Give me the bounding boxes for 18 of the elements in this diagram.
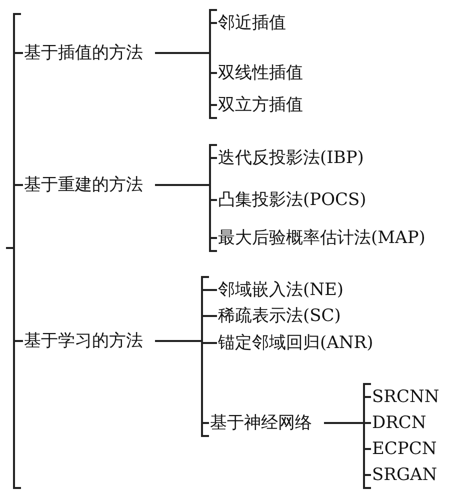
node-label: 基于神经网络 bbox=[210, 412, 312, 434]
node-label: 邻域嵌入法(NE) bbox=[218, 279, 344, 301]
node-label: 双线性插值 bbox=[218, 62, 303, 84]
node-label: 基于学习的方法 bbox=[24, 330, 143, 352]
node-label: SRGAN bbox=[372, 464, 438, 486]
node-label: 基于重建的方法 bbox=[24, 174, 143, 196]
node-label: ECPCN bbox=[372, 438, 437, 460]
bracket-line bbox=[5, 247, 24, 489]
node-label: 最大后验概率估计法(MAP) bbox=[218, 227, 426, 249]
node-label: SRCNN bbox=[372, 386, 440, 408]
node-label: 迭代反投影法(IBP) bbox=[218, 147, 364, 169]
node-label: 凸集投影法(POCS) bbox=[218, 189, 366, 211]
node-label: 基于插值的方法 bbox=[24, 42, 143, 64]
node-label: 双立方插值 bbox=[218, 94, 303, 116]
node-label: 锚定邻域回归(ANR) bbox=[218, 332, 374, 354]
node-label: DRCN bbox=[372, 412, 426, 434]
node-label: 邻近插值 bbox=[218, 12, 286, 34]
node-label: 稀疏表示法(SC) bbox=[218, 305, 341, 327]
